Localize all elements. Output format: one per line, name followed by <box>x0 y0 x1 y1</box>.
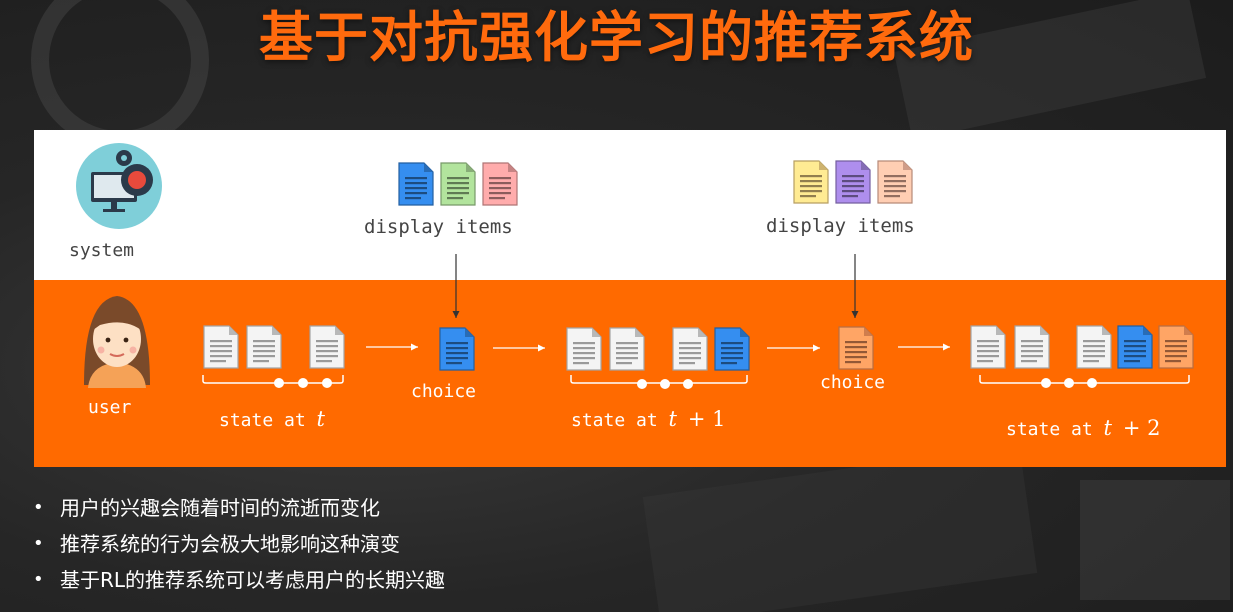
system-label: system <box>69 240 134 261</box>
document-icon <box>1159 326 1193 368</box>
document-icon <box>673 328 707 370</box>
document-icon <box>715 328 749 370</box>
choice-label-1: choice <box>411 381 476 402</box>
document-icon <box>878 161 912 203</box>
state-brace-1 <box>203 375 343 383</box>
state-brace-2 <box>571 375 747 383</box>
ellipsis-dots-3 <box>1041 378 1097 388</box>
choice-label-2: choice <box>820 372 885 393</box>
document-icon <box>441 163 475 205</box>
state-label-2: state at t + 1 <box>571 407 725 431</box>
state-label-3: state at t + 2 <box>1006 416 1160 440</box>
bullet-list: •用户的兴趣会随着时间的流逝而变化 •推荐系统的行为会极大地影响这种演变 •基于… <box>30 490 445 598</box>
ellipsis-dots-2 <box>637 379 693 389</box>
state-label-1: state at t <box>219 407 325 431</box>
document-icon <box>1118 326 1152 368</box>
document-icon <box>310 326 344 368</box>
state-brace-3 <box>980 375 1189 383</box>
document-icon <box>440 328 474 370</box>
document-icon <box>839 327 873 369</box>
document-icon <box>204 326 238 368</box>
display-items-label-1: display items <box>364 216 513 238</box>
document-icon <box>971 326 1005 368</box>
document-icon <box>1077 326 1111 368</box>
document-icon <box>399 163 433 205</box>
document-icon <box>610 328 644 370</box>
bullet-item: •推荐系统的行为会极大地影响这种演变 <box>30 526 445 562</box>
bullet-item: •基于RL的推荐系统可以考虑用户的长期兴趣 <box>30 562 445 598</box>
bullet-item: •用户的兴趣会随着时间的流逝而变化 <box>30 490 445 526</box>
document-icon <box>247 326 281 368</box>
user-avatar-icon <box>84 296 150 388</box>
document-icon <box>483 163 517 205</box>
user-label: user <box>88 397 131 418</box>
ellipsis-dots-1 <box>274 378 332 388</box>
monitor-gear-icon <box>76 143 162 229</box>
document-icon <box>794 161 828 203</box>
documents-layer <box>204 161 1193 370</box>
document-icon <box>836 161 870 203</box>
document-icon <box>1015 326 1049 368</box>
display-items-label-2: display items <box>766 215 915 237</box>
document-icon <box>567 328 601 370</box>
